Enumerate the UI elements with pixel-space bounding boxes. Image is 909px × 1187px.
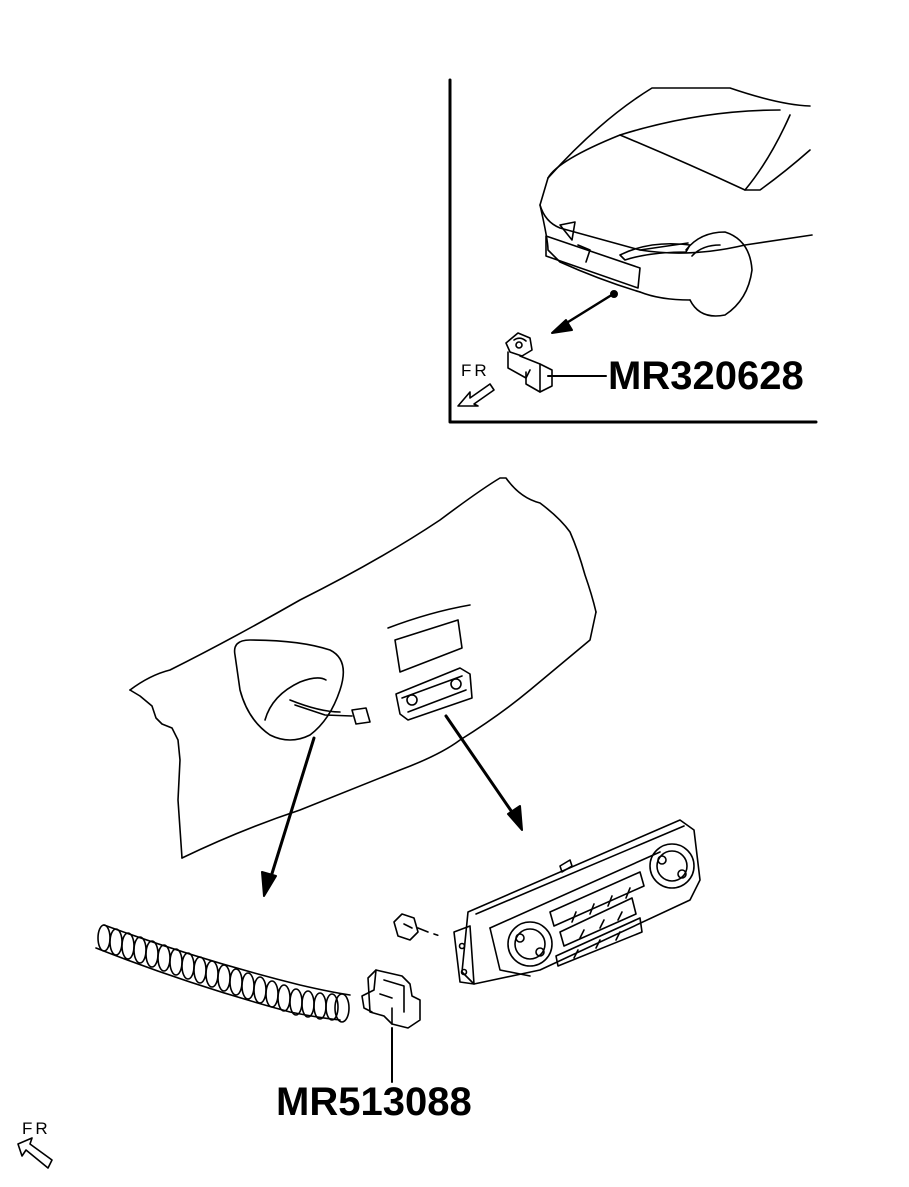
ac-control-unit [453, 819, 701, 985]
part-number-label: MR513088 [276, 1080, 472, 1124]
temp-knob-left [507, 921, 553, 967]
direction-label: FR [22, 1119, 51, 1138]
arrow-to-ac-control [444, 714, 523, 831]
vehicle-front-drawing [539, 87, 813, 317]
harness-tube [95, 924, 351, 1023]
inset-pointer-arrow [551, 294, 612, 334]
inset-panel [448, 78, 818, 424]
arrow-to-harness [261, 736, 316, 897]
part-number-label: MR320628 [608, 354, 804, 398]
fr-arrow-icon [457, 383, 495, 407]
fr-arrow-icon [17, 1137, 53, 1169]
temp-knob-right [649, 843, 695, 889]
in-car-sensor [361, 969, 421, 1029]
screw-icon [393, 913, 441, 941]
inset-frame [448, 78, 818, 424]
outside-temp-sensor [505, 332, 553, 393]
sensor-mount-point [610, 290, 618, 298]
instrument-panel-drawing [129, 477, 597, 859]
direction-label: FR [461, 361, 490, 380]
